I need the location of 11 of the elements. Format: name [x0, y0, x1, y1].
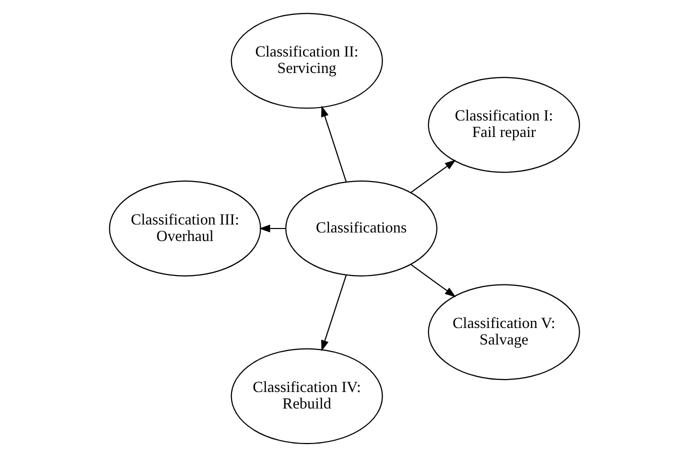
arrow [410, 159, 456, 192]
node-ellipse: Classification I: Fail repair [427, 76, 580, 172]
node-ellipse: Classification II: Servicing [230, 12, 382, 108]
arrow [320, 105, 346, 182]
node-ellipse: Classification III: Overhaul [108, 180, 261, 276]
node-ellipse: Classifications [284, 180, 437, 276]
node-ellipse: Classification V: Salvage [427, 284, 580, 380]
arrow [258, 224, 286, 232]
arrow [410, 264, 456, 297]
node-ellipse: Classification IV: Rebuild [230, 348, 382, 444]
arrow [320, 274, 346, 351]
